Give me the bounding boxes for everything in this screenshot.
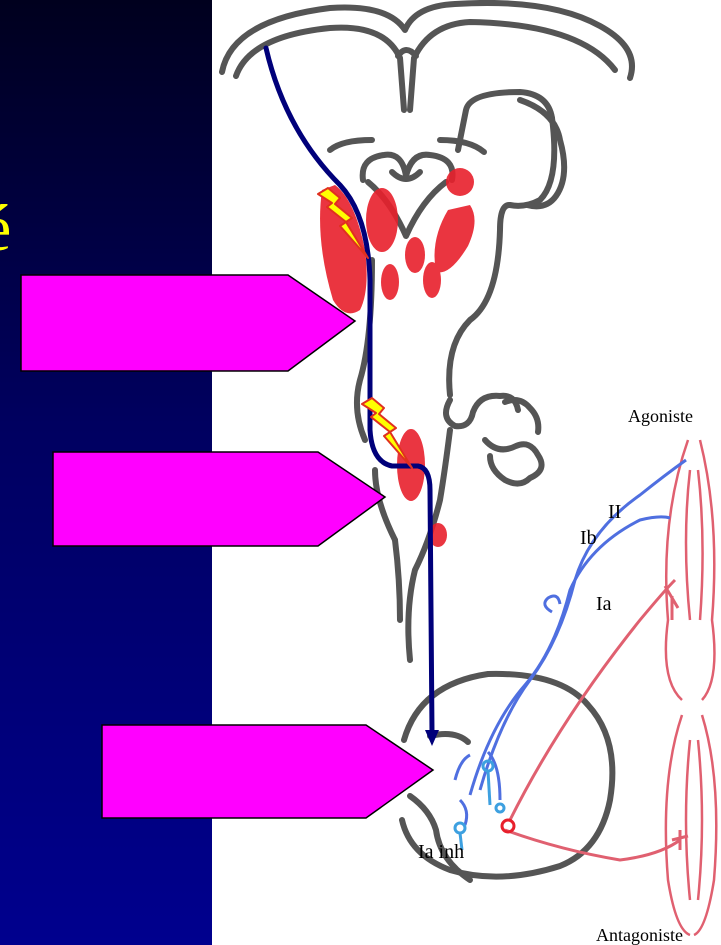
interneuron-label: Ia inh: [418, 841, 464, 863]
antagonist-label: Antagoniste: [596, 925, 683, 945]
agonist-label: Agoniste: [628, 406, 693, 426]
fiber-ii-label: II: [608, 501, 621, 523]
fiber-ia-label: Ia: [596, 593, 612, 615]
pathway-arrowhead: [425, 730, 439, 746]
fiber-ib-label: Ib: [580, 527, 597, 549]
cerebellum-callout: [53, 452, 385, 546]
muscles: [666, 440, 716, 935]
brainstem-callout: [21, 275, 355, 371]
spinal-callout: [102, 725, 433, 818]
